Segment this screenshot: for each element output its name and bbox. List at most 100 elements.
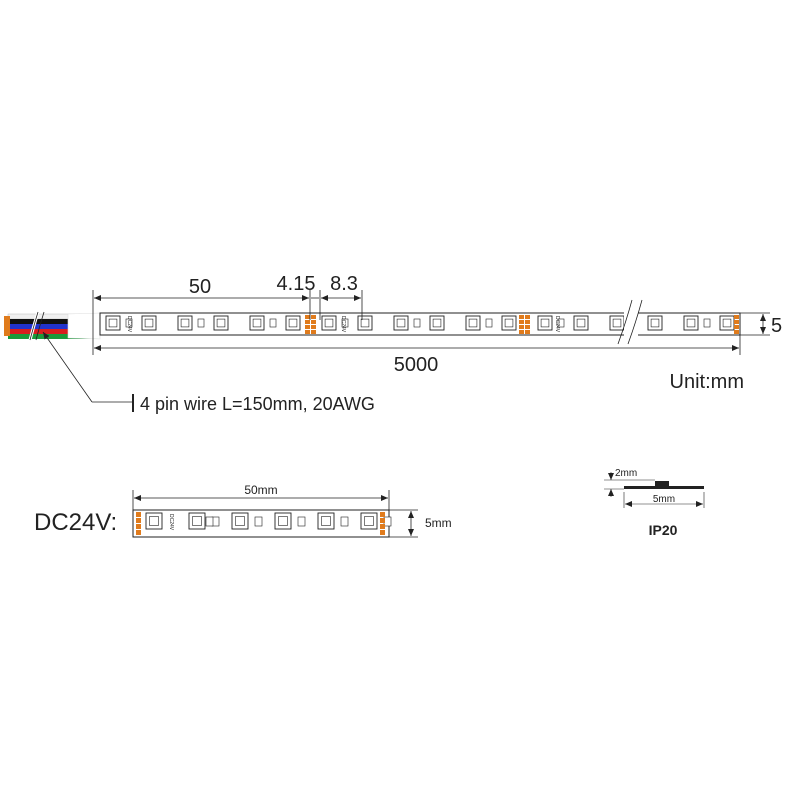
led-chip: [360, 512, 378, 530]
solder-pad: [311, 320, 316, 324]
led-chip-body: [188, 512, 206, 530]
led-chip: [719, 315, 735, 331]
led-chip: [573, 315, 589, 331]
pcb-marking: DC24V: [554, 316, 560, 333]
led-chip-lens: [432, 318, 442, 328]
led-chip-lens: [360, 318, 370, 328]
led-chip-body: [317, 512, 335, 530]
solder-pad: [380, 518, 385, 523]
wire-blue: [8, 324, 100, 329]
led-chip: [465, 315, 481, 331]
main-strip-leds: DC24V DC24V DC24V: [105, 315, 739, 334]
led-chip-body: [683, 315, 699, 331]
solder-pad: [136, 512, 141, 517]
led-chip: [177, 315, 193, 331]
led-chip: [188, 512, 206, 530]
led-chip: [537, 315, 553, 331]
led-chip-body: [429, 315, 445, 331]
solder-pad: [311, 315, 316, 319]
solder-pad: [305, 320, 310, 324]
led-chip-lens: [108, 318, 118, 328]
led-chip-body: [249, 315, 265, 331]
resistor: [297, 516, 306, 527]
led-chip: [145, 512, 163, 530]
solder-pad: [305, 330, 310, 334]
led-chip-body: [321, 315, 337, 331]
led-chip-lens: [612, 318, 622, 328]
solder-pad: [734, 315, 739, 319]
led-chip: [683, 315, 699, 331]
solder-pad: [136, 524, 141, 529]
dim-cut: 8.3: [321, 273, 363, 320]
led-chip: [321, 315, 337, 331]
wire-callout: 4 pin wire L=150mm, 20AWG: [42, 331, 375, 414]
led-chip-lens: [288, 318, 298, 328]
led-chip-lens: [686, 318, 696, 328]
solder-pad: [525, 325, 530, 329]
shrink-sleeve: [67, 312, 101, 340]
solder-pad: [525, 315, 530, 319]
led-chip-lens: [144, 318, 154, 328]
dim-total-label: 5000: [394, 354, 439, 376]
resistor: [413, 318, 421, 328]
dim-pitch: 50: [92, 276, 311, 320]
detail-strip-leds: DC24V: [136, 512, 392, 535]
wire-tips: [4, 316, 10, 336]
led-chip-body: [213, 315, 229, 331]
led-chip-body: [393, 315, 409, 331]
main-strip-drawing: DC24V DC24V DC24V 50 4.15 8.3: [4, 273, 782, 414]
led-chip-body: [360, 512, 378, 530]
led-chip: [213, 315, 229, 331]
resistor: [269, 318, 277, 328]
led-chip: [357, 315, 373, 331]
pcb-marking: DC24V: [126, 316, 132, 333]
led-chip-body: [647, 315, 663, 331]
wire-bundle: [4, 311, 101, 341]
led-chip-body: [573, 315, 589, 331]
led-chip-body: [231, 512, 249, 530]
led-chip-body: [465, 315, 481, 331]
led-chip-body: [609, 315, 625, 331]
solder-pad: [525, 330, 530, 334]
led-chip: [274, 512, 292, 530]
dim-gap: 4.15: [277, 273, 321, 320]
led-chip: [105, 315, 121, 331]
ip-rating-label: IP20: [649, 522, 678, 538]
led-chip-lens: [278, 516, 288, 526]
led-chip-lens: [216, 318, 226, 328]
led-chip-lens: [364, 516, 374, 526]
resistor: [485, 318, 493, 328]
wire-green: [8, 334, 100, 339]
led-chip-body: [719, 315, 735, 331]
solder-pad: [519, 320, 524, 324]
led-chip-lens: [324, 318, 334, 328]
led-chip-body: [274, 512, 292, 530]
led-chip-lens: [321, 516, 331, 526]
resistor: [197, 318, 205, 328]
solder-pad: [519, 325, 524, 329]
led-chip: [429, 315, 445, 331]
solder-pad: [380, 530, 385, 535]
solder-pad: [734, 325, 739, 329]
led-chip: [501, 315, 517, 331]
led-chip-lens: [235, 516, 245, 526]
solder-pad: [305, 325, 310, 329]
led-chip: [647, 315, 663, 331]
dim-detail-width: 5mm: [389, 509, 452, 538]
pcb-marking: DC24V: [168, 514, 174, 531]
solder-pad: [734, 320, 739, 324]
resistor: [341, 318, 349, 328]
solder-pad: [305, 315, 310, 319]
resistor: [340, 516, 349, 527]
solder-pad: [136, 518, 141, 523]
profile-width-label: 5mm: [653, 494, 675, 505]
pcb-marking: DC24V: [340, 316, 346, 333]
dim-detail-width-label: 5mm: [425, 516, 452, 530]
solder-pad: [519, 315, 524, 319]
led-chip: [393, 315, 409, 331]
dim-width: 5: [740, 312, 782, 337]
led-chip: [141, 315, 157, 331]
led-chip-lens: [180, 318, 190, 328]
dim-width-label: 5: [771, 315, 782, 337]
